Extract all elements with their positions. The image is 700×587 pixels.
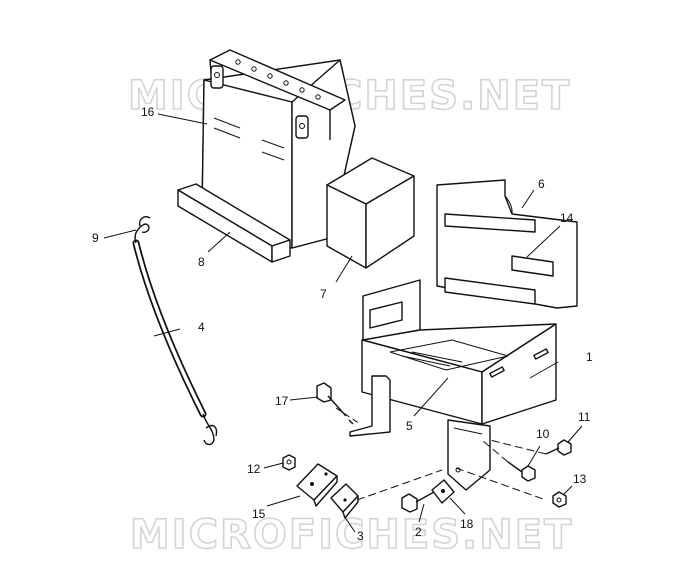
- strap: [132, 216, 218, 446]
- callout-7: 7: [320, 287, 327, 301]
- callout-11: 11: [578, 410, 591, 424]
- foam-block: [326, 157, 415, 269]
- bolt-2: [401, 491, 435, 513]
- clip-18: [431, 479, 455, 504]
- callout-18: 18: [460, 517, 474, 531]
- callout-12: 12: [247, 462, 261, 476]
- callout-14: 14: [560, 211, 574, 225]
- callout-16: 16: [141, 105, 155, 119]
- callout-17: 17: [275, 394, 289, 408]
- leader-lines: [103, 113, 583, 533]
- bolt-17: [316, 382, 354, 425]
- callout-2: 2: [415, 525, 422, 539]
- callout-6: 6: [538, 177, 545, 191]
- nut-13: [552, 491, 567, 508]
- foam-strip: [177, 183, 291, 263]
- callout-9: 9: [92, 231, 99, 245]
- callout-4: 4: [198, 320, 205, 334]
- callout-3: 3: [357, 529, 364, 543]
- battery-box: [349, 279, 557, 491]
- screw-10: [507, 461, 536, 482]
- callout-13: 13: [573, 472, 587, 486]
- assembly-lines: [335, 407, 547, 501]
- cover-panel: [436, 179, 578, 309]
- nut-12: [282, 454, 296, 471]
- callout-15: 15: [252, 507, 266, 521]
- callout-8: 8: [198, 255, 205, 269]
- callout-5: 5: [406, 419, 413, 433]
- callout-labels: 1 2 3 4 5 6 7 8 9 10 11 12 13 14 15 16 1…: [92, 105, 593, 543]
- hinge-15: [296, 463, 338, 507]
- watermark-bottom: MICROFICHES.NET: [130, 512, 573, 558]
- callout-10: 10: [536, 427, 550, 441]
- callout-1: 1: [586, 350, 593, 364]
- screw-11: [545, 439, 572, 456]
